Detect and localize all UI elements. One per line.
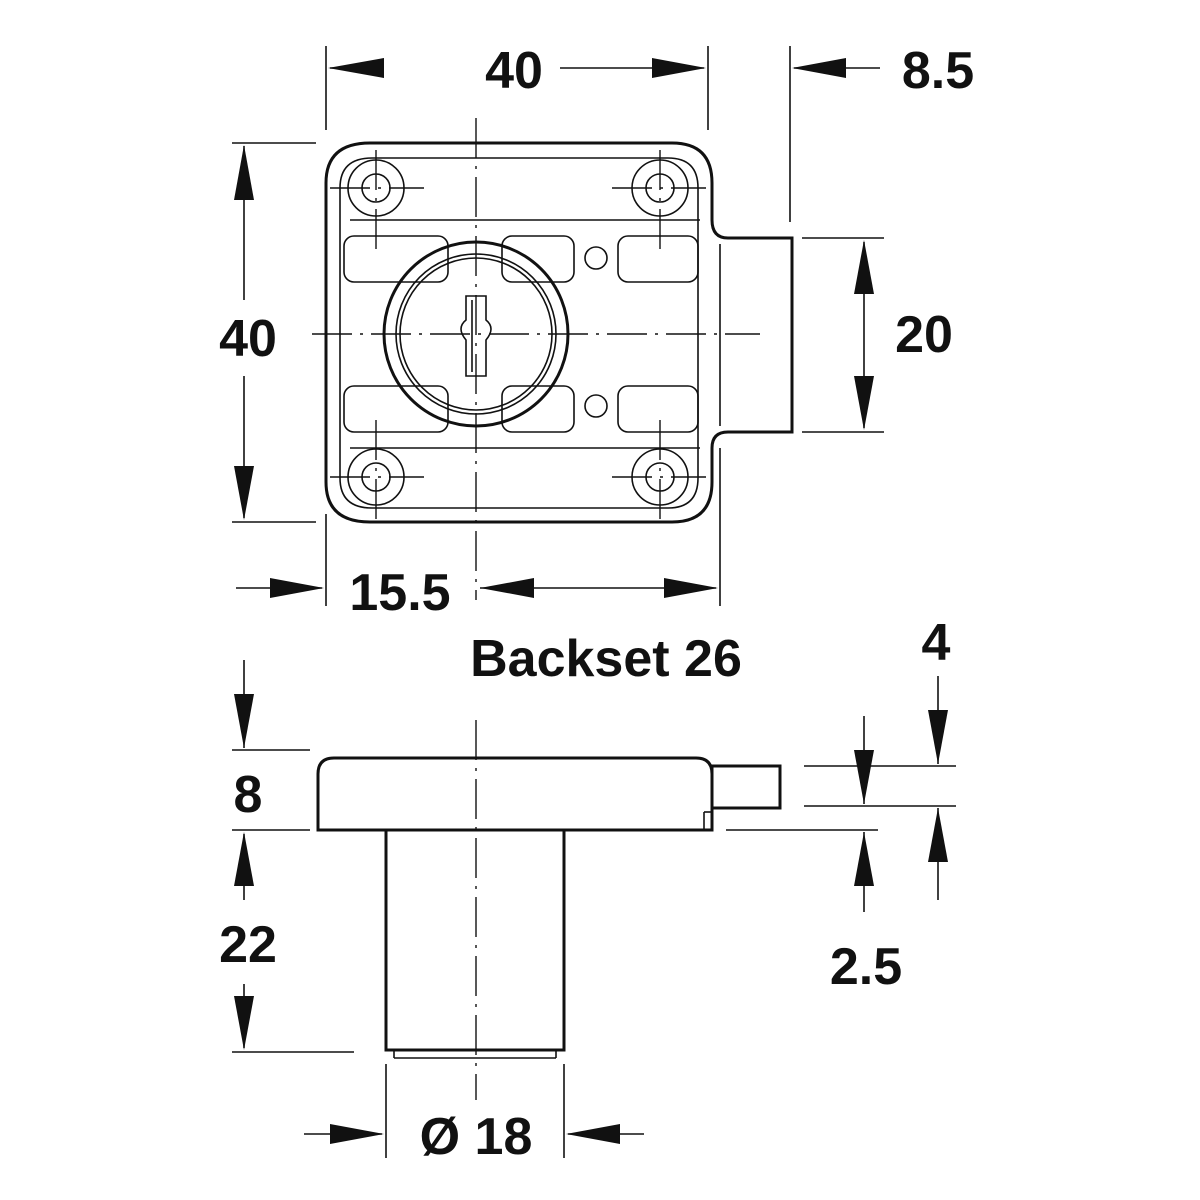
front-view xyxy=(312,118,794,600)
dimension-label: 40 xyxy=(485,42,543,100)
dimension-bolt-thickness: 4 xyxy=(804,614,956,900)
dimension-plate-thickness: 8 xyxy=(232,660,310,831)
dimension-label: 8.5 xyxy=(902,42,974,100)
plate-slot xyxy=(617,385,699,433)
dimension-label: 22 xyxy=(219,916,277,974)
dimension-cylinder-diameter: Ø 18 xyxy=(304,1064,644,1166)
screw-hole xyxy=(612,150,706,250)
dimension-label: 4 xyxy=(922,614,951,672)
plate-slot xyxy=(617,235,699,283)
dimension-label: 20 xyxy=(895,306,953,364)
dimension-label: 40 xyxy=(219,310,277,368)
plate-slot xyxy=(501,235,575,283)
dimension-label: 2.5 xyxy=(830,938,902,996)
plate-slot xyxy=(501,385,575,433)
dimension-label: Ø 18 xyxy=(420,1108,533,1166)
screw-hole xyxy=(330,420,424,520)
dimension-label: 15.5 xyxy=(349,564,450,622)
side-bolt xyxy=(710,764,782,810)
plate-pin-hole xyxy=(584,394,608,418)
lock-plate-outline xyxy=(324,141,794,524)
dimension-cylinder-length: 22 xyxy=(219,832,354,1053)
dimension-top-width: 40 xyxy=(325,42,709,130)
dimension-offset: 15.5 xyxy=(236,448,721,622)
plate-slot xyxy=(343,385,449,433)
dimension-label: 8 xyxy=(234,766,263,824)
dimension-height: 40 xyxy=(219,142,316,523)
dimension-bolt-offset: 8.5 xyxy=(789,42,974,222)
dimension-bolt-height: 20 xyxy=(802,237,953,433)
plate-slot xyxy=(343,235,449,283)
plate-pin-hole xyxy=(584,246,608,270)
keyhole-icon xyxy=(460,295,492,377)
screw-hole xyxy=(612,420,706,520)
side-cylinder xyxy=(384,830,566,1052)
lock-plate-inner xyxy=(339,157,699,509)
side-view xyxy=(316,720,782,1100)
screw-hole xyxy=(330,150,424,250)
dimension-bolt-step: 2.5 xyxy=(726,716,902,996)
side-plate xyxy=(316,756,714,832)
backset-label: Backset 26 xyxy=(470,630,742,688)
